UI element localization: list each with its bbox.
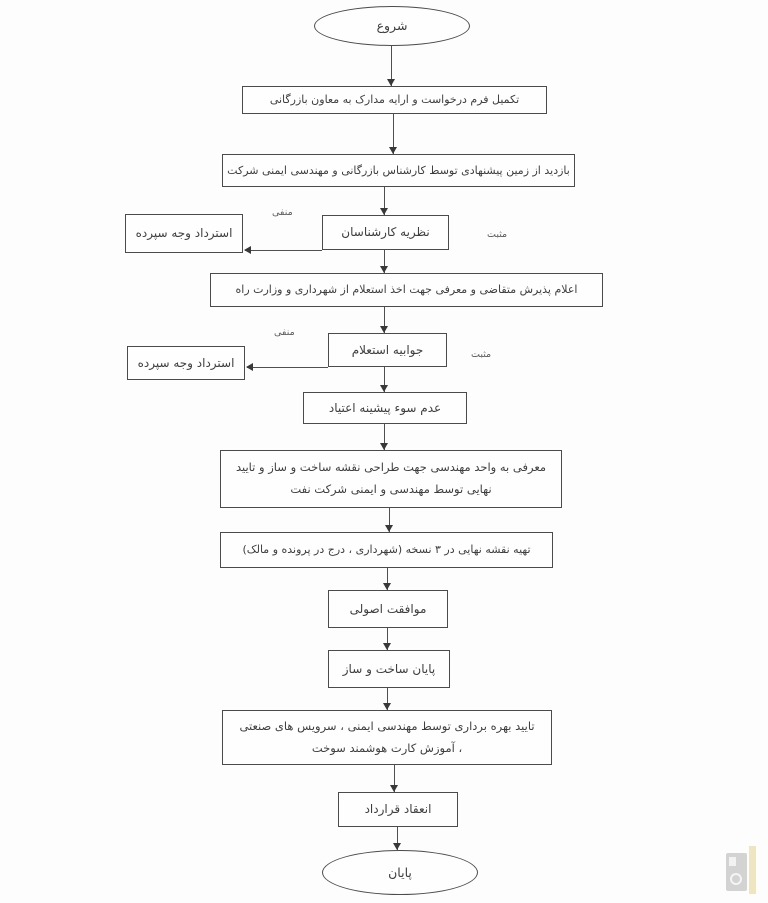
branch-label-negative-2: منفی — [274, 327, 295, 338]
end-terminal: پایان — [322, 850, 478, 895]
arrow-down-icon — [380, 250, 389, 273]
step-refund-deposit-1: استرداد وجه سپرده — [125, 214, 243, 253]
step-site-visit: بازدید از زمین پیشنهادی توسط کارشناس باز… — [222, 154, 575, 187]
step-clean-record: عدم سوء پیشینه اعتیاد — [303, 392, 467, 424]
start-terminal: شروع — [314, 6, 470, 46]
arrow-left-icon — [244, 246, 322, 255]
arrow-down-icon — [390, 765, 399, 792]
step-contract-conclusion: انعقاد قرارداد — [338, 792, 458, 827]
arrow-down-icon — [383, 568, 392, 590]
branch-label-positive-2: مثبت — [471, 349, 492, 360]
arrow-down-icon — [383, 688, 392, 710]
arrow-down-icon — [389, 114, 398, 154]
step-final-map: تهیه نقشه نهایی در ۳ نسخه (شهرداری ، درج… — [220, 532, 553, 568]
step-engineering-referral: معرفی به واحد مهندسی جهت طراحی نقشه ساخت… — [220, 450, 562, 508]
branch-label-positive-1: مثبت — [487, 229, 508, 240]
arrow-down-icon — [385, 508, 394, 532]
step-acceptance-announcement: اعلام پذیرش متقاضی و معرفی جهت اخذ استعل… — [210, 273, 603, 307]
step-principle-agreement: موافقت اصولی — [328, 590, 448, 628]
arrow-down-icon — [393, 827, 402, 850]
watermark-bar-icon — [749, 846, 756, 894]
step-inquiry-response: جوابیه استعلام — [328, 333, 447, 367]
arrow-down-icon — [383, 628, 392, 650]
step-operation-approval: تایید بهره برداری توسط مهندسی ایمنی ، سر… — [222, 710, 552, 765]
arrow-down-icon — [380, 307, 389, 333]
branch-label-negative-1: منفی — [272, 207, 293, 218]
arrow-down-icon — [380, 367, 389, 392]
step-refund-deposit-2: استرداد وجه سپرده — [127, 346, 245, 380]
arrow-down-icon — [380, 424, 389, 450]
watermark-logo-icon — [726, 853, 747, 891]
arrow-down-icon — [380, 187, 389, 215]
step-construction-end: پایان ساخت و ساز — [328, 650, 450, 688]
step-expert-opinion: نظریه کارشناسان — [322, 215, 449, 250]
watermark — [726, 846, 760, 894]
step-submit-form: تکمیل فرم درخواست و ارایه مدارک به معاون… — [242, 86, 547, 114]
arrow-left-icon — [246, 363, 328, 372]
arrow-down-icon — [387, 46, 396, 86]
